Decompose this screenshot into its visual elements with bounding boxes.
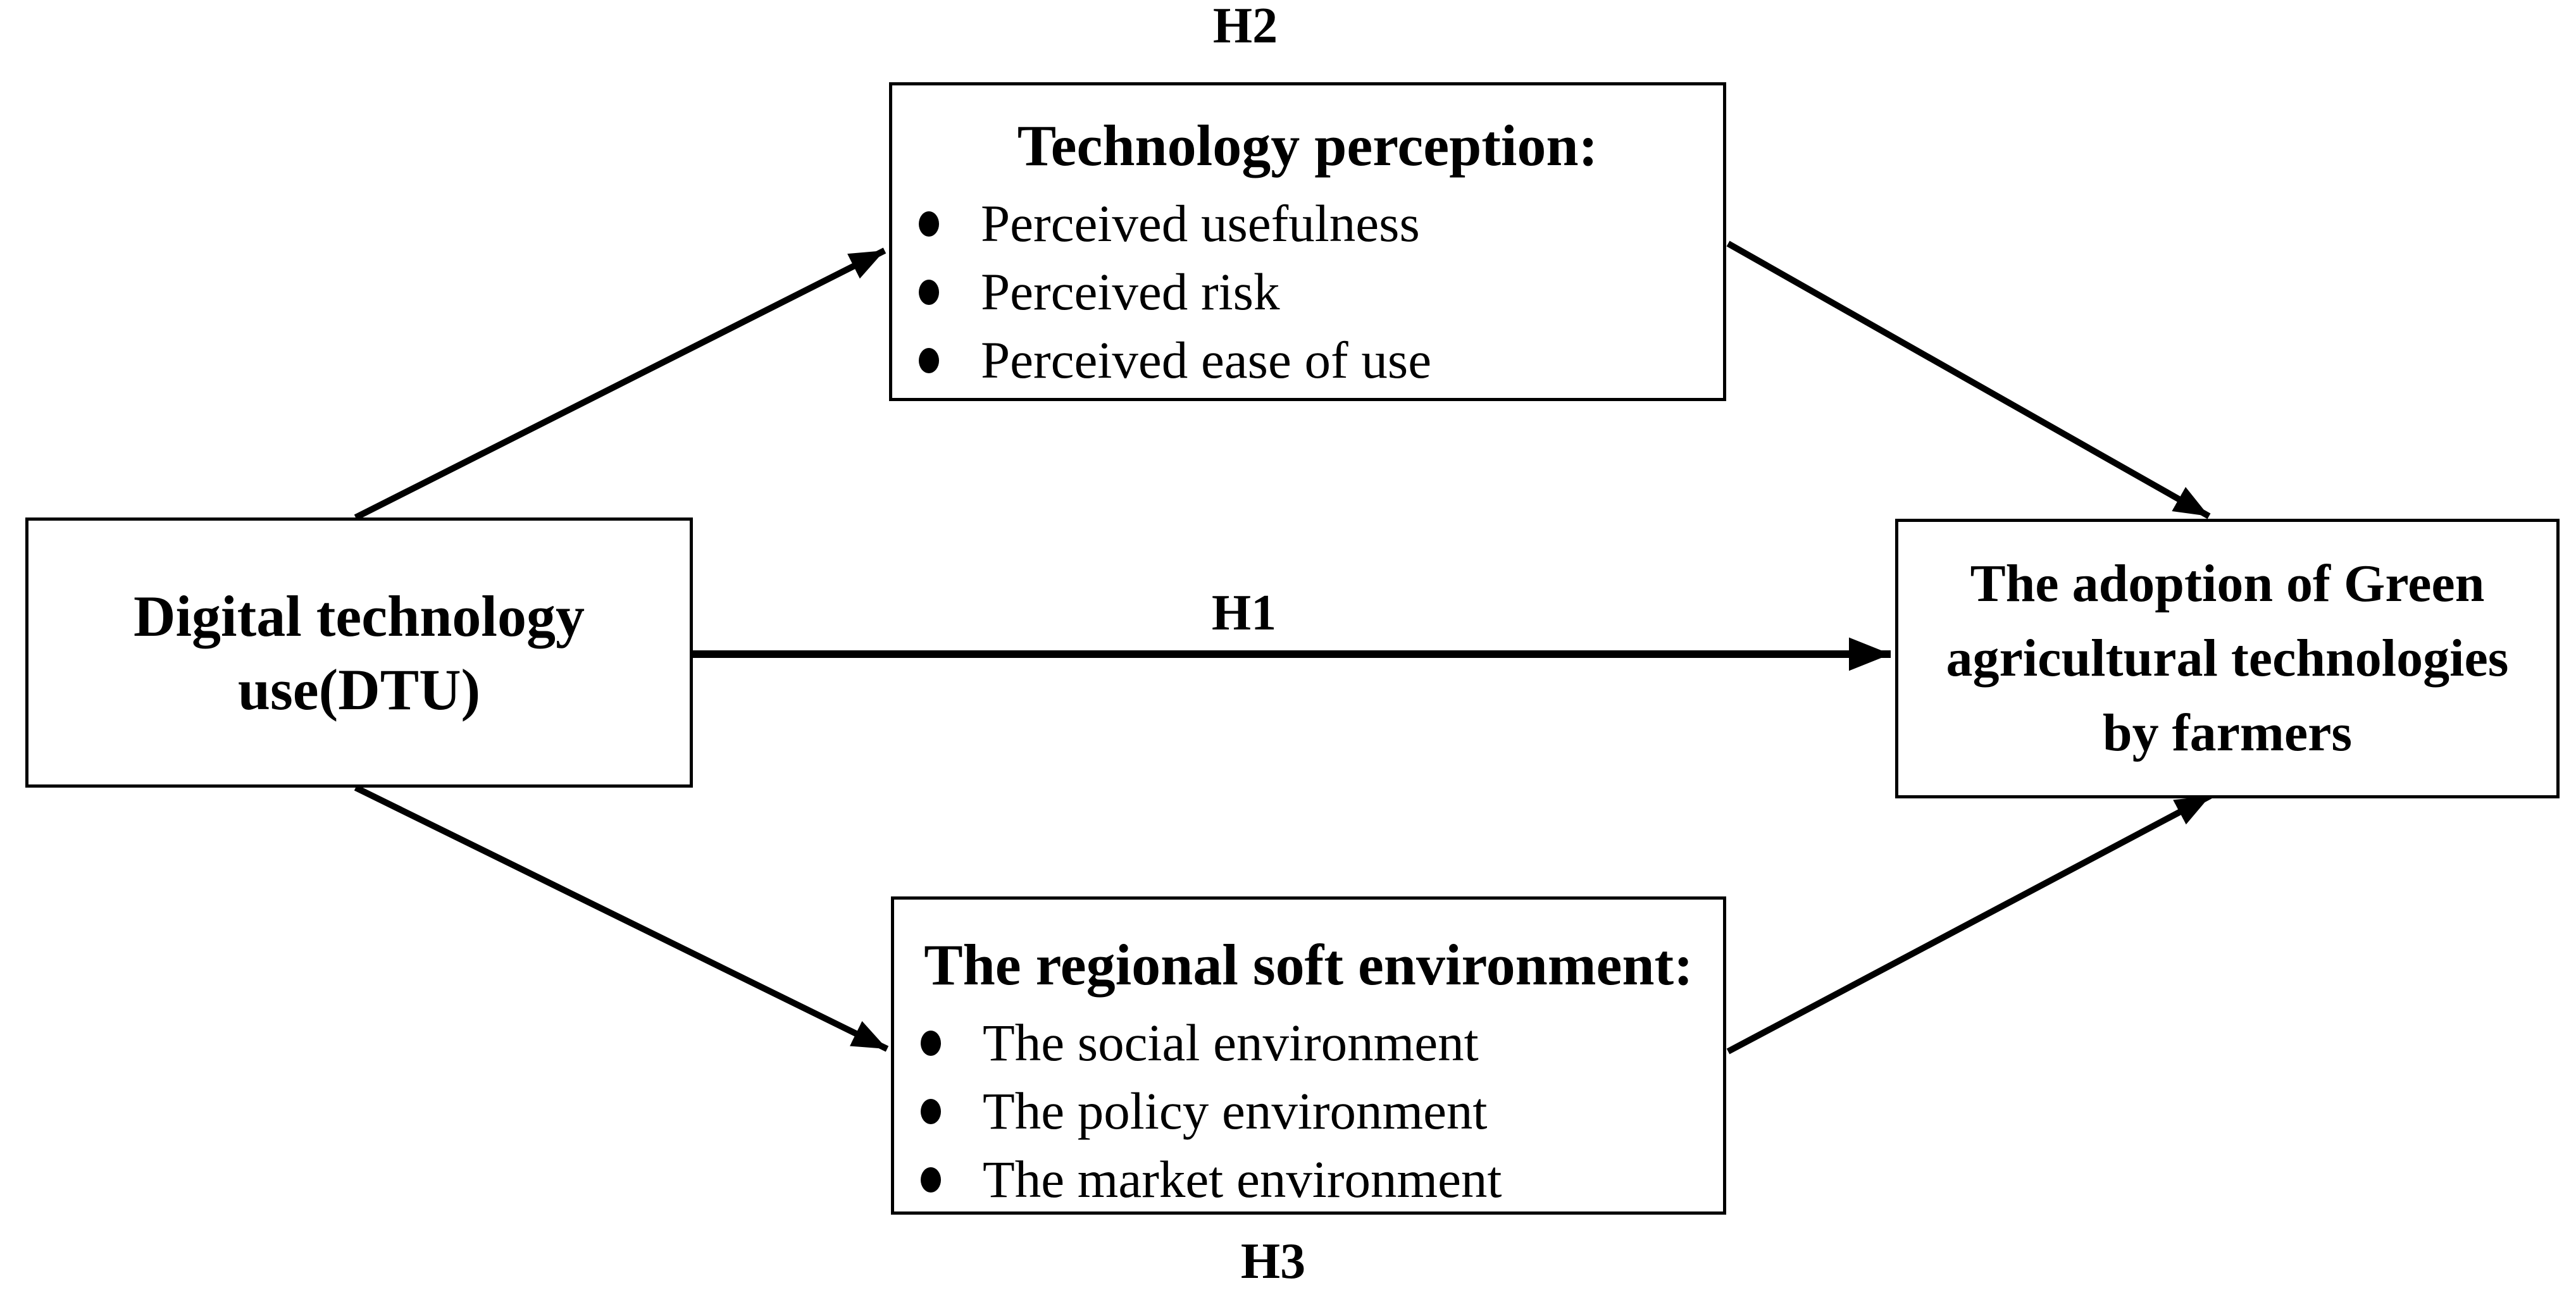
list-item: The social environment [894, 1008, 1723, 1077]
list-item: The policy environment [894, 1077, 1723, 1145]
list-item-label: The policy environment [983, 1082, 1488, 1140]
arrow-environment-to-adoption [1726, 793, 2212, 1055]
environment-item-list: The social environment The policy enviro… [894, 1008, 1723, 1213]
node-digital-technology-use: Digital technology use(DTU) [25, 517, 693, 788]
bullet-icon [921, 1099, 941, 1124]
arrow-dtu-to-environment [354, 784, 889, 1052]
node-adoption-line2: agricultural technologies [1946, 629, 2509, 688]
node-technology-perception: Technology perception: Perceived usefuln… [889, 82, 1726, 401]
node-adoption-line1: The adoption of Green [1970, 554, 2485, 613]
bullet-icon [919, 280, 939, 305]
list-item: Perceived risk [892, 257, 1723, 326]
perception-item-list: Perceived usefulness Perceived risk Perc… [892, 189, 1723, 394]
arrow-perception-to-adoption [1726, 240, 2211, 519]
node-regional-soft-environment: The regional soft environment: The socia… [891, 896, 1726, 1215]
node-dtu-line1: Digital technology [134, 583, 585, 648]
node-adoption-line3: by farmers [2102, 703, 2353, 762]
list-item-label: Perceived ease of use [981, 331, 1432, 389]
arrow-dtu-to-perception [354, 247, 887, 521]
node-perception-title: Technology perception: [1017, 113, 1598, 178]
hypothesis-label-h1: H1 [1211, 585, 1277, 641]
hypothesis-label-h2: H2 [1212, 0, 1278, 54]
bullet-icon [921, 1167, 941, 1193]
list-item: Perceived usefulness [892, 189, 1723, 257]
node-environment-title: The regional soft environment: [924, 933, 1693, 997]
list-item-label: The social environment [983, 1013, 1479, 1072]
bullet-icon [919, 348, 939, 373]
node-adoption-green-ag-tech: The adoption of Green agricultural techn… [1895, 519, 2560, 798]
list-item-label: Perceived usefulness [981, 194, 1420, 252]
node-dtu-line2: use(DTU) [237, 657, 481, 722]
bullet-icon [921, 1031, 941, 1056]
hypothesis-label-h3: H3 [1240, 1234, 1306, 1289]
bullet-icon [919, 211, 939, 237]
list-item-label: The market environment [983, 1150, 1502, 1208]
list-item-label: Perceived risk [981, 263, 1280, 321]
list-item: Perceived ease of use [892, 326, 1723, 394]
list-item: The market environment [894, 1145, 1723, 1213]
